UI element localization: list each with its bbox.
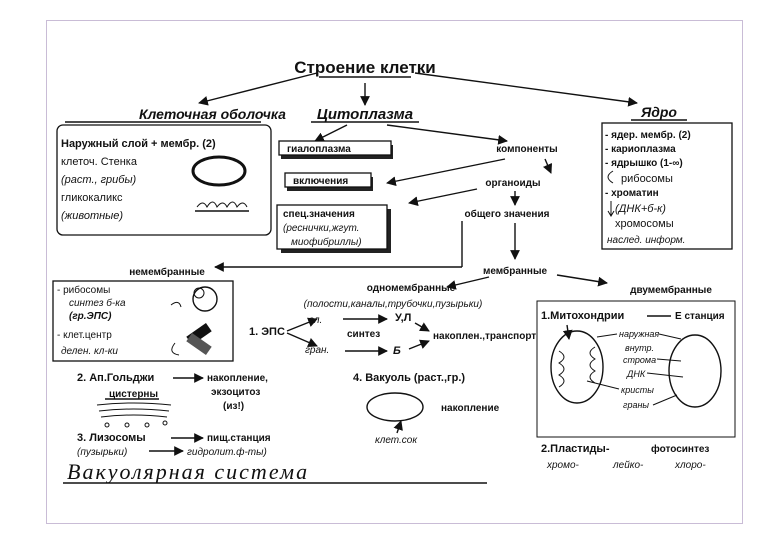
vacuole-label: 4. Вакуоль (раст.,гр.)	[353, 372, 465, 384]
eps-accumulation: накоплен.,транспорт	[433, 331, 536, 342]
special-label: спец.значения	[283, 209, 355, 220]
plastid-leuko: лейко-	[612, 460, 644, 471]
nucleus-line-8: наслед. информ.	[607, 234, 685, 246]
cell-structure-diagram: Строение клетки Клеточная оболочка Цитоп…	[52, 58, 736, 484]
single-membrane-label: одномембранные	[367, 282, 456, 294]
single-membrane-desc: (полости,каналы,трубочки,пузырьки)	[304, 298, 483, 310]
centriole-icon	[171, 323, 212, 356]
nonmem-line-1: - рибосомы	[57, 284, 110, 296]
golgi-stack-icon	[96, 402, 172, 418]
branch-nucleus: Ядро	[640, 104, 677, 120]
mito-station: Е станция	[675, 311, 725, 322]
lysosome-hydrolysis: гидролит.ф-ты)	[187, 446, 267, 458]
golgi-function-2: экзоцитоз	[211, 387, 260, 398]
nonmem-line-4: - клет.центр	[57, 330, 112, 341]
mito-inner: внутр.	[625, 343, 654, 353]
nucleus-line-5: - хроматин	[605, 188, 659, 199]
nonmembrane-box: - рибосомы синтез б-ка (гр.ЭПС) - клет.ц…	[52, 280, 234, 362]
vacuole-block: 4. Вакуоль (раст.,гр.) накопление клет.с…	[353, 372, 500, 446]
golgi-cisterns: цистерны	[109, 389, 158, 400]
nucleus-line-2: - кариоплазма	[605, 144, 676, 155]
golgi-function-1: накопление,	[207, 373, 268, 384]
nonmembranous-label: немембранные	[129, 266, 205, 278]
lysosome-vesicles: (пузырьки)	[77, 447, 127, 458]
membrane-line-3: (раст., грибы)	[61, 174, 137, 186]
diagram-frame: Строение клетки Клеточная оболочка Цитоп…	[46, 20, 743, 524]
eps-label: 1. ЭПС	[249, 326, 285, 338]
vacuole-icon	[366, 392, 424, 422]
nucleus-line-3: - ядрышко (1-∞)	[605, 158, 683, 169]
mito-cristae: кристы	[621, 385, 654, 395]
components-label: компоненты	[496, 144, 557, 155]
plastids-block: 2.Пластиды- фотосинтез хромо- лейко- хло…	[541, 443, 709, 471]
plastids-label: 2.Пластиды-	[541, 443, 610, 455]
golgi-label: 2. Ап.Гольджи	[77, 372, 154, 384]
organelles-label: органоиды	[485, 178, 540, 189]
nucleus-line-4: рибосомы	[621, 173, 673, 185]
mito-block: 1.Митохондрии Е станция наружная внутр. …	[536, 300, 736, 438]
mito-stroma: строма	[623, 355, 656, 365]
membrane-line-4: гликокаликс	[61, 192, 123, 204]
vacuole-system-footer: Вакуолярная система	[67, 459, 309, 484]
mito-dna: ДНК	[626, 369, 646, 379]
membrane-line-5: (животные)	[61, 210, 123, 222]
membrane-box: Наружный слой + мембр. (2) клеточ. Стенк…	[56, 124, 272, 236]
membrane-line-1: Наружный слой + мембр. (2)	[61, 138, 216, 150]
nonmem-line-5: делен. кл-ки	[61, 346, 118, 357]
mito-label: 1.Митохондрии	[541, 310, 624, 322]
nucleus-line-7: хромосомы	[615, 218, 674, 230]
special-desc-1: (реснички,жгут.	[283, 223, 359, 234]
plastid-chromo: хромо-	[546, 460, 580, 471]
diagram-title: Строение клетки	[294, 58, 436, 77]
glycocalyx-icon	[196, 201, 248, 209]
eps-smooth: гл.	[309, 315, 322, 326]
lysosome-function: пищ.станция	[207, 433, 271, 444]
plastid-chloro: хлоро-	[674, 460, 706, 471]
nonmem-line-3: (гр.ЭПС)	[69, 311, 112, 322]
eps-synthesis: синтез	[347, 329, 380, 340]
nucleus-box: - ядер. мембр. (2) - кариоплазма - ядрыш…	[601, 122, 733, 250]
chloroplast-icon	[668, 334, 722, 408]
double-membrane-label: двумембранные	[630, 284, 712, 296]
eps-rough: гран.	[305, 345, 329, 356]
membranous-label: мембранные	[483, 265, 548, 277]
nucleus-line-6: (ДНК+б-к)	[615, 203, 666, 215]
lysosome-label: 3. Лизосомы	[77, 432, 146, 444]
branch-cytoplasm: Цитоплазма	[317, 106, 413, 123]
vacuole-sap: клет.сок	[375, 435, 418, 446]
golgi-function-3: (из!)	[223, 401, 244, 412]
mitochondrion-icon	[550, 330, 604, 404]
nonmem-line-2: синтез б-ка	[69, 297, 126, 309]
vacuole-function: накопление	[441, 403, 500, 414]
ribosome-icon	[192, 286, 218, 312]
inclusions-label: включения	[293, 176, 348, 187]
nucleus-line-1: - ядер. мембр. (2)	[605, 129, 691, 141]
eps-block: 1. ЭПС гл. гран. синтез У,Л Б накоплен.,…	[249, 312, 536, 357]
general-label: общего значения	[465, 208, 550, 220]
mito-grana: граны	[623, 400, 649, 410]
mito-frame	[536, 300, 736, 438]
cell-wall-icon	[191, 155, 247, 187]
eps-b: Б	[393, 345, 401, 357]
golgi-block: 2. Ап.Гольджи накопление, экзоцитоз (из!…	[77, 372, 268, 428]
plastids-photo: фотосинтез	[651, 443, 709, 455]
hyaloplasm-label: гиалоплазма	[287, 144, 351, 155]
mito-outer: наружная	[619, 329, 659, 339]
eps-ul: У,Л	[395, 312, 411, 324]
special-desc-2: миофибриллы)	[291, 236, 362, 248]
lysosome-block: 3. Лизосомы пищ.станция (пузырьки) гидро…	[77, 432, 271, 458]
membrane-line-2: клеточ. Стенка	[61, 156, 138, 168]
branch-membrane: Клеточная оболочка	[139, 106, 286, 122]
